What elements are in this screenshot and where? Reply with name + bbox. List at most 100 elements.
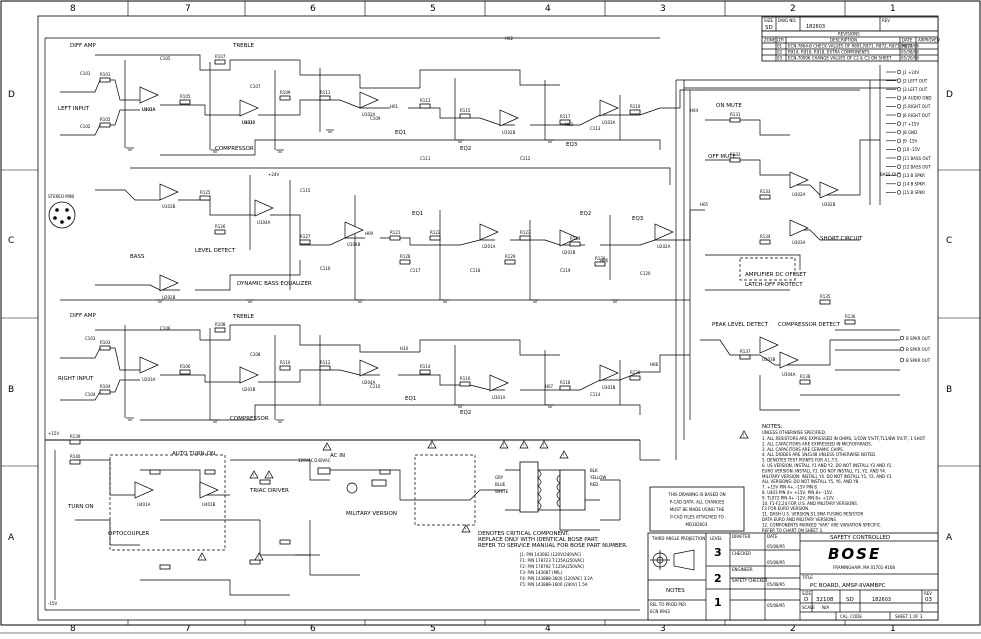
resistor-label: R119: [630, 104, 641, 109]
resistor-label: R124: [570, 236, 581, 241]
rev-row-desc: R914, R916, R918, EXTRA COMPONENTS: [788, 50, 870, 55]
turn-on-label: TURN ON: [67, 504, 94, 510]
zone-row-right-D: D: [946, 90, 953, 100]
ic-label: U104A: [257, 220, 271, 225]
size-bottom: D: [804, 597, 808, 603]
amp-dc-offset-label: AMPLIFIER DC OFFSET: [745, 272, 807, 278]
svg-text:DRAFTER: DRAFTER: [732, 534, 751, 539]
ic-label: U303A: [792, 240, 806, 245]
svg-text:APPROVED: APPROVED: [918, 38, 940, 43]
eq1-left-label: EQ1: [395, 130, 406, 136]
fuse-note-line: F4: P/N 143888-3600 (120VAC) 3.2A: [520, 576, 593, 581]
resistor-label: R114: [420, 364, 431, 369]
pcad-note-line: MD182603.: [685, 522, 708, 527]
opamp-3: [359, 91, 379, 109]
latch-off-label: LATCH-OFF PROTECT: [745, 282, 803, 288]
level-2: 2: [714, 572, 722, 585]
ic-label: U303B: [762, 357, 776, 362]
critical-note: ! DENOTES CRITICAL COMPONENT. REPLACE ON…: [461, 524, 628, 587]
general-note-line: EURO VERSION: INSTALL Y3. DO NOT INSTALL…: [762, 468, 886, 473]
opamp-24: [199, 481, 219, 499]
transformer: [519, 461, 586, 513]
component-15: [459, 113, 471, 119]
drawing-title: PC BOARD, AMSP-IIVAMBPC: [810, 583, 886, 589]
capacitor-label: C120: [640, 271, 651, 276]
zone-col-top-1: 1: [890, 4, 896, 14]
net-label: H05: [700, 202, 709, 207]
zone-col-top-6: 6: [310, 4, 316, 14]
svg-text:REV: REV: [882, 18, 890, 23]
connector-pin-label: J13 B SPKR: [902, 173, 925, 178]
cage-code: 32108: [816, 597, 834, 603]
component-24: [569, 241, 581, 247]
general-notes: NOTES: UNLESS OTHERWISE SPECIFIED. 1. AL…: [762, 424, 926, 533]
critical-warning-icons: !!!!!!!!!!!: [197, 430, 749, 561]
component-1: [99, 77, 111, 83]
component-7: [214, 59, 226, 65]
opamp-2: [239, 99, 259, 117]
capacitor-label: C101: [80, 71, 91, 76]
connector-pin-label: J6 RIGHT OUT: [902, 113, 931, 118]
warning-triangle-icon: [559, 450, 569, 459]
svg-text:05/08/95: 05/08/95: [767, 603, 785, 608]
revisions-title: REVISIONS: [838, 32, 860, 37]
component-38: [799, 379, 811, 385]
general-note-line: 10. F1-F2,24 FOR U.S. AND MILITARY VERSI…: [762, 501, 858, 506]
component-33: [759, 194, 771, 200]
svg-text:BOSE: BOSE: [828, 545, 881, 563]
ic-label: U104B: [347, 242, 361, 247]
resistor-label: R127: [300, 234, 311, 239]
zone-row-right-C: C: [946, 236, 952, 246]
critical-note-line-3: REFER TO SERVICE MANUAL FOR BOSE PART NU…: [478, 543, 628, 549]
transformer-pin-yellow: YELLOW: [589, 475, 606, 480]
component-20: [629, 375, 641, 381]
component-10: [279, 365, 291, 371]
svg-text:REV: REV: [924, 591, 932, 596]
component-37: [739, 354, 751, 360]
component-40: [69, 459, 81, 465]
net-label: H02: [505, 36, 514, 41]
svg-text:DATE: DATE: [767, 534, 778, 539]
general-note-line: 5. DENOTES TEST POINTS FOR A.L.T.S.: [762, 458, 839, 463]
general-note-line: 6. US VERSION, INSTALL Y1 AND Y2. DO NOT…: [762, 463, 893, 468]
rev-row-desc: ECN-70996 CHANGE VALUES OF C2 & C3 ON SH…: [788, 56, 892, 61]
connector-pin-label: J11 BASS OUT: [902, 156, 931, 161]
eq2-right-label: EQ2: [460, 410, 471, 416]
resistor-label: R134: [760, 234, 771, 239]
svg-text:!: !: [743, 433, 745, 438]
resistor-label: R118: [560, 380, 571, 385]
zone-col-bottom-5: 5: [430, 624, 436, 634]
component-34: [759, 239, 771, 245]
ac-inlet: [317, 467, 387, 494]
resistor-label: R115: [460, 108, 471, 113]
component-16: [459, 381, 471, 387]
net-label: H06: [600, 258, 609, 263]
svg-text:05/08/95: 05/08/95: [767, 582, 785, 587]
zone-col-top-2: 2: [790, 4, 796, 14]
capacitor-label: C119: [560, 268, 571, 273]
capacitor-label: C115: [300, 188, 311, 193]
resistor-label: R113: [420, 98, 431, 103]
net-label: H04: [690, 108, 699, 113]
component-47: [159, 564, 171, 570]
component-11: [319, 95, 331, 101]
opamp-4: [499, 109, 519, 127]
zone-col-bottom-6: 6: [310, 624, 316, 634]
svg-text:!: !: [563, 453, 565, 458]
opamp-13: [139, 356, 159, 374]
company-address: FRAMINGHAM, MA 01701-9168: [833, 565, 895, 570]
net-label: H08: [650, 362, 659, 367]
ic-label: U201A: [482, 244, 496, 249]
ic-label: U403: [242, 120, 253, 125]
treble-left-label: TREBLE: [232, 43, 254, 49]
warning-triangle-icon: [264, 470, 274, 479]
dc-offset-box: [739, 257, 796, 281]
opamp-17: [599, 364, 619, 382]
resistor-label: R123: [520, 230, 531, 235]
svg-text:!: !: [258, 555, 260, 560]
resistor-label: R101: [100, 72, 111, 77]
compressor-detect-label: COMPRESSOR DETECT: [778, 322, 841, 328]
opamp-14: [239, 366, 259, 384]
svg-text:!: !: [465, 527, 467, 532]
